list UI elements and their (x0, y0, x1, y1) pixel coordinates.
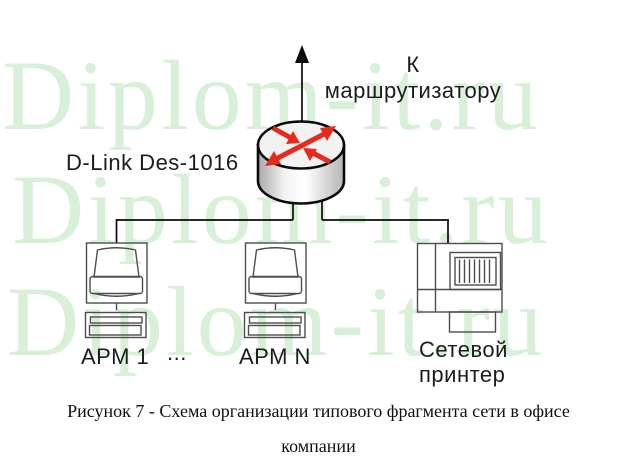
printer-label: Сетевой принтер (419, 337, 508, 387)
uplink-label-line2: маршрутизатору (324, 78, 502, 103)
printer-label-line1: Сетевой (419, 337, 508, 362)
crossed-arrows-icon (265, 125, 336, 166)
network-links (115, 201, 449, 243)
switch-label: D-Link Des-1016 (66, 150, 239, 175)
switch-icon (256, 120, 346, 205)
watermark-text-row3: Diplom-it.ru (7, 266, 546, 377)
uplink-label: К маршрутизатору (316, 52, 510, 104)
uplink-label-line1: К (406, 52, 420, 77)
workstation-1-label: АРМ 1 (81, 344, 150, 369)
network-printer-icon (416, 242, 503, 333)
figure-caption-line2: компании (281, 436, 356, 456)
workstation-icon-n (243, 242, 307, 339)
up-arrow-icon (295, 45, 309, 122)
ellipsis-label: ... (167, 340, 187, 365)
printer-label-line2: принтер (419, 362, 506, 387)
workstation-icon-1 (84, 242, 148, 339)
figure-caption-line1: Рисунок 7 - Схема организации типового ф… (67, 401, 570, 421)
workstation-n-label: АРМ N (239, 344, 311, 369)
